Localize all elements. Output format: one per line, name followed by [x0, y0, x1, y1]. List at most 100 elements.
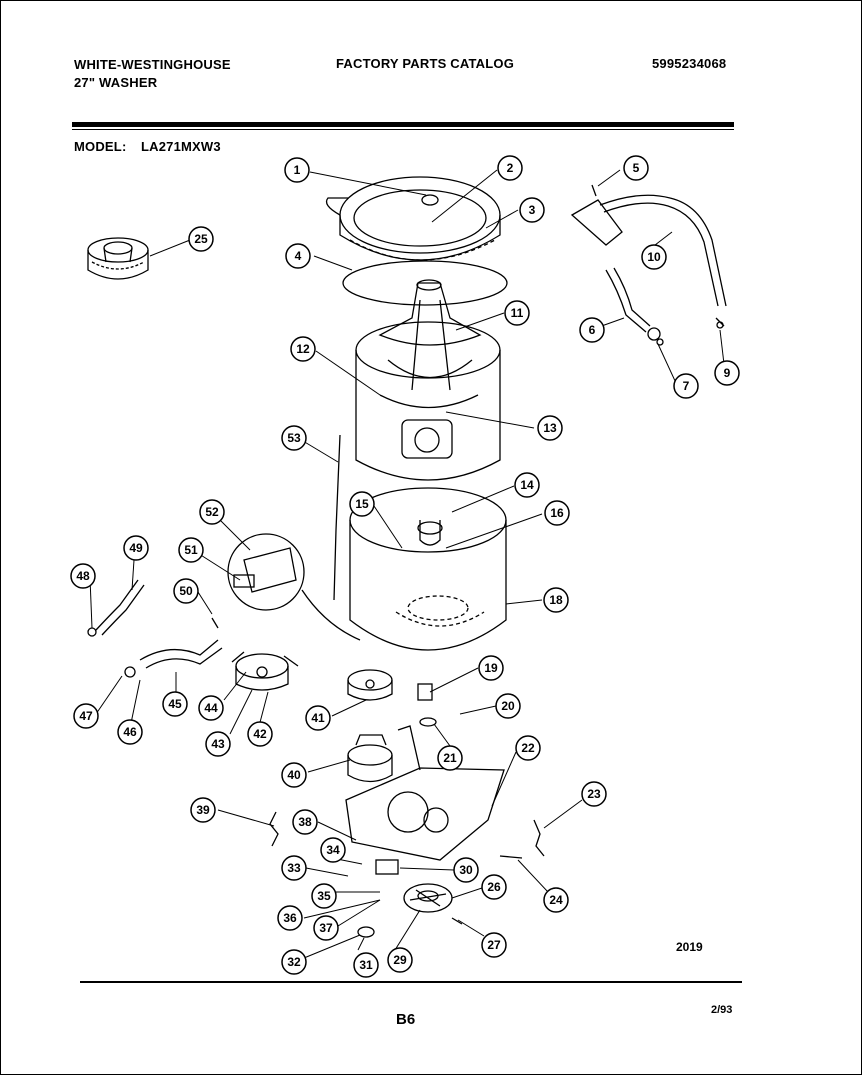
callout-bubble [641, 244, 667, 270]
part-hose-clamp [211, 617, 219, 629]
callout-number: 13 [543, 421, 557, 435]
callout-number: 33 [287, 861, 301, 875]
diagram-code: 2019 [676, 940, 703, 954]
part-motor [347, 734, 393, 783]
callout-bubble [117, 719, 143, 745]
callout-bubble [247, 721, 273, 747]
callout-bubble [481, 932, 507, 958]
callout-bubble [123, 535, 149, 561]
callout-22: 22 [515, 735, 541, 761]
callout-number: 32 [287, 955, 301, 969]
callout-bubble [714, 360, 740, 386]
part-spring [533, 819, 545, 857]
callout-37: 37 [313, 915, 339, 941]
callout-41: 41 [305, 705, 331, 731]
callout-16: 16 [544, 500, 570, 526]
callout-39: 39 [190, 797, 216, 823]
callout-15: 15 [349, 491, 375, 517]
part-drawings [87, 176, 727, 938]
callout-number: 43 [211, 737, 225, 751]
callout-bubble [313, 915, 339, 941]
callout-bubble [514, 472, 540, 498]
callout-bubble [292, 809, 318, 835]
product-name: 27" WASHER [74, 75, 158, 90]
callout-bubble [504, 300, 530, 326]
callout-bubble [349, 491, 375, 517]
brand-name: WHITE-WESTINGHOUSE [74, 57, 231, 72]
callout-bubble [320, 837, 346, 863]
callout-bubble [311, 883, 337, 909]
callout-number: 31 [359, 958, 373, 972]
callout-bubble [437, 745, 463, 771]
callout-51: 51 [178, 537, 204, 563]
callout-number: 39 [196, 803, 210, 817]
callout-47: 47 [73, 703, 99, 729]
callout-bubble [623, 155, 649, 181]
callout-number: 16 [550, 506, 564, 520]
callout-46: 46 [117, 719, 143, 745]
callout-number: 48 [76, 569, 90, 583]
callout-32: 32 [281, 949, 307, 975]
callout-number: 34 [326, 843, 340, 857]
callout-bubble [73, 703, 99, 729]
part-suspension-rod [333, 434, 341, 601]
callout-4: 4 [285, 243, 311, 269]
part-drain-hose [605, 267, 664, 346]
part-inlet-hose [87, 579, 145, 637]
part-spin-basket [355, 321, 501, 481]
callout-number: 5 [633, 161, 640, 175]
callout-20: 20 [495, 693, 521, 719]
callout-number: 53 [287, 431, 301, 445]
callout-bubble [281, 855, 307, 881]
callout-number: 41 [311, 711, 325, 725]
callout-bubble [305, 705, 331, 731]
callout-number: 9 [724, 366, 731, 380]
callout-14: 14 [514, 472, 540, 498]
callout-bubble [495, 693, 521, 719]
callout-11: 11 [504, 300, 530, 326]
part-tub-cover [325, 176, 501, 261]
callout-number: 19 [484, 661, 498, 675]
callout-bubble [478, 655, 504, 681]
callout-bubble [673, 373, 699, 399]
callout-40: 40 [281, 762, 307, 788]
callout-36: 36 [277, 905, 303, 931]
callout-bubble [579, 317, 605, 343]
callout-12: 12 [290, 336, 316, 362]
footer-rule [80, 981, 742, 983]
callout-number: 30 [459, 863, 473, 877]
callout-number: 24 [549, 893, 563, 907]
callout-number: 44 [204, 701, 218, 715]
callout-number: 50 [179, 584, 193, 598]
callout-19: 19 [478, 655, 504, 681]
callout-29: 29 [387, 947, 413, 973]
callout-49: 49 [123, 535, 149, 561]
part-nut [357, 926, 375, 938]
part-bolt [499, 855, 523, 859]
callout-45: 45 [162, 691, 188, 717]
callout-number: 20 [501, 699, 515, 713]
callout-number: 25 [194, 232, 208, 246]
callout-bubble [481, 874, 507, 900]
callout-24: 24 [543, 887, 569, 913]
callout-26: 26 [481, 874, 507, 900]
callout-number: 38 [298, 815, 312, 829]
part-agitator-cap [87, 237, 149, 280]
catalog-title: FACTORY PARTS CATALOG [336, 56, 515, 71]
part-base-plate [345, 725, 505, 861]
callout-38: 38 [292, 809, 318, 835]
callout-44: 44 [198, 695, 224, 721]
callout-number: 18 [549, 593, 563, 607]
callout-number: 1 [294, 163, 301, 177]
callout-bubble [497, 155, 523, 181]
callout-6: 6 [579, 317, 605, 343]
callout-21: 21 [437, 745, 463, 771]
part-washer [419, 717, 437, 727]
callout-bubble [281, 949, 307, 975]
callout-number: 21 [443, 751, 457, 765]
callout-bubble [515, 735, 541, 761]
part-pump-hose [124, 639, 223, 678]
callout-number: 2 [507, 161, 514, 175]
